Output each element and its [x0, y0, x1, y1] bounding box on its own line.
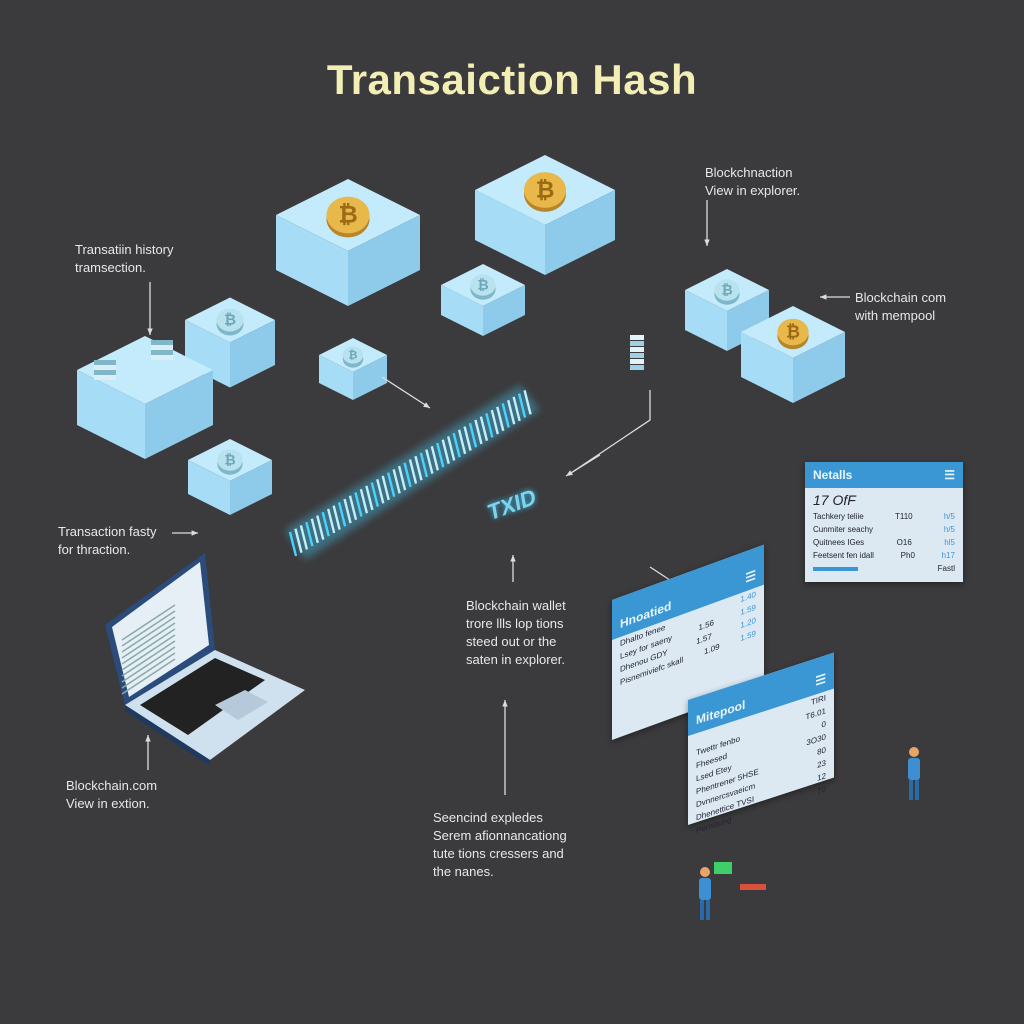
row-value: 12	[817, 771, 826, 784]
menu-icon[interactable]: ☰	[944, 468, 955, 482]
row-label: Quitnees IGes	[813, 538, 865, 547]
row-value: 1.09	[703, 641, 720, 657]
coin-stack-icon	[151, 345, 173, 350]
block-cube: ₿	[441, 264, 525, 336]
table-row: Cunmiter seachy h/5	[805, 523, 963, 536]
data-stack-icon	[630, 341, 644, 346]
note-mempool: Blockchain com with mempool	[855, 290, 947, 323]
coin-stack-icon	[94, 360, 116, 365]
bitcoin-coin-icon: ₿	[777, 318, 809, 350]
data-stack-icon	[630, 347, 644, 352]
progress-bar	[813, 567, 858, 571]
block-cube: ₿	[185, 297, 275, 388]
note-transaction-history: Transatiin history tramsection.	[75, 242, 174, 275]
table-row: Feetsent fen idall Ph0 h17	[805, 549, 963, 562]
bitcoin-coin-icon: ₿	[342, 346, 364, 368]
transaction-hash-barcode	[285, 385, 540, 560]
data-stack-icon	[630, 365, 644, 370]
block-cube	[77, 336, 213, 459]
note-explorer-bottom: Seencind expledes Serem afionnancationg …	[433, 810, 567, 879]
svg-text:₿: ₿	[721, 281, 732, 297]
bitcoin-coin-icon: ₿	[326, 196, 370, 238]
row-value-2: h/5	[943, 525, 955, 534]
connector-line	[567, 390, 651, 476]
details-amount: 17 OfF	[813, 492, 856, 508]
desk-icon	[740, 884, 766, 890]
coin-stack-icon	[94, 365, 116, 370]
menu-icon[interactable]: ☰	[745, 567, 756, 586]
row-label: Tachkery teliie	[813, 512, 864, 521]
arrow-icon	[381, 376, 431, 409]
svg-text:₿: ₿	[477, 276, 488, 292]
row-value: Ph0	[900, 551, 915, 560]
arrow-icon	[147, 282, 153, 335]
svg-text:₿: ₿	[536, 176, 555, 202]
arrow-icon	[502, 700, 508, 795]
table-row: Quitnees IGes O16 hl5	[805, 536, 963, 549]
laptop-icon	[105, 553, 305, 766]
coin-stack-icon	[94, 370, 116, 375]
row-value-2: 1.59	[740, 628, 756, 644]
row-value-2: hl5	[944, 538, 955, 547]
bitcoin-coin-icon: ₿	[524, 172, 566, 212]
screen-icon	[714, 862, 732, 874]
person-icon	[908, 747, 920, 800]
bitcoin-coin-icon: ₿	[714, 279, 740, 305]
svg-text:₿: ₿	[224, 451, 235, 467]
note-blockchain-com: Blockchain.com View in extion.	[66, 778, 158, 811]
arrow-icon	[565, 454, 601, 477]
data-stack-icon	[630, 353, 644, 358]
block-cube: ₿	[319, 338, 387, 400]
note-view-in-explorer: Blockchnaction View in explorer.	[705, 165, 801, 198]
note-blockchain-wallet: Blockchain wallet trore llls lop tions s…	[466, 598, 566, 667]
row-value: T110	[894, 512, 913, 521]
svg-text:₿: ₿	[338, 202, 357, 229]
block-cube: ₿	[276, 179, 420, 306]
data-stack-icon	[630, 335, 644, 340]
details-footer: Fastl	[937, 564, 955, 573]
row-value: 80	[817, 745, 826, 758]
block-cube: ₿	[685, 269, 769, 351]
arrow-icon	[820, 294, 850, 300]
bitcoin-coin-icon: ₿	[217, 449, 243, 475]
row-value: O16	[896, 538, 912, 547]
row-value-2: h17	[941, 551, 955, 560]
bitcoin-coin-icon: ₿	[216, 308, 244, 336]
svg-text:₿: ₿	[786, 321, 800, 341]
diagram-title: Transaiction Hash	[326, 56, 698, 103]
row-value: T0	[816, 784, 826, 797]
arrow-icon	[172, 530, 198, 536]
block-cube: ₿	[475, 155, 615, 275]
block-cube: ₿	[188, 439, 272, 515]
data-stack-icon	[630, 359, 644, 364]
row-label: Cunmiter seachy	[813, 525, 874, 534]
svg-text:₿: ₿	[224, 313, 236, 329]
person-icon	[699, 867, 711, 920]
note-transaction-fasty: Transaction fasty for thraction.	[58, 524, 157, 557]
menu-icon[interactable]: ☰	[815, 671, 826, 689]
bitcoin-coin-icon: ₿	[470, 274, 496, 300]
arrow-icon	[704, 200, 710, 246]
coin-stack-icon	[151, 340, 173, 345]
row-value-2: h/5	[943, 512, 955, 521]
coin-stack-icon	[151, 355, 173, 360]
coin-stack-icon	[94, 375, 116, 380]
row-value: 23	[817, 758, 826, 771]
details-title: Netalls	[813, 468, 853, 482]
arrow-icon	[145, 735, 151, 770]
coin-stack-icon	[151, 350, 173, 355]
row-label: Feetsent fen idall	[813, 551, 874, 560]
arrow-icon	[510, 555, 516, 582]
table-row: Tachkery teliie T110 h/5	[805, 510, 963, 523]
svg-text:₿: ₿	[348, 350, 357, 362]
block-cube: ₿	[741, 306, 845, 403]
row-value: 0	[821, 719, 826, 730]
